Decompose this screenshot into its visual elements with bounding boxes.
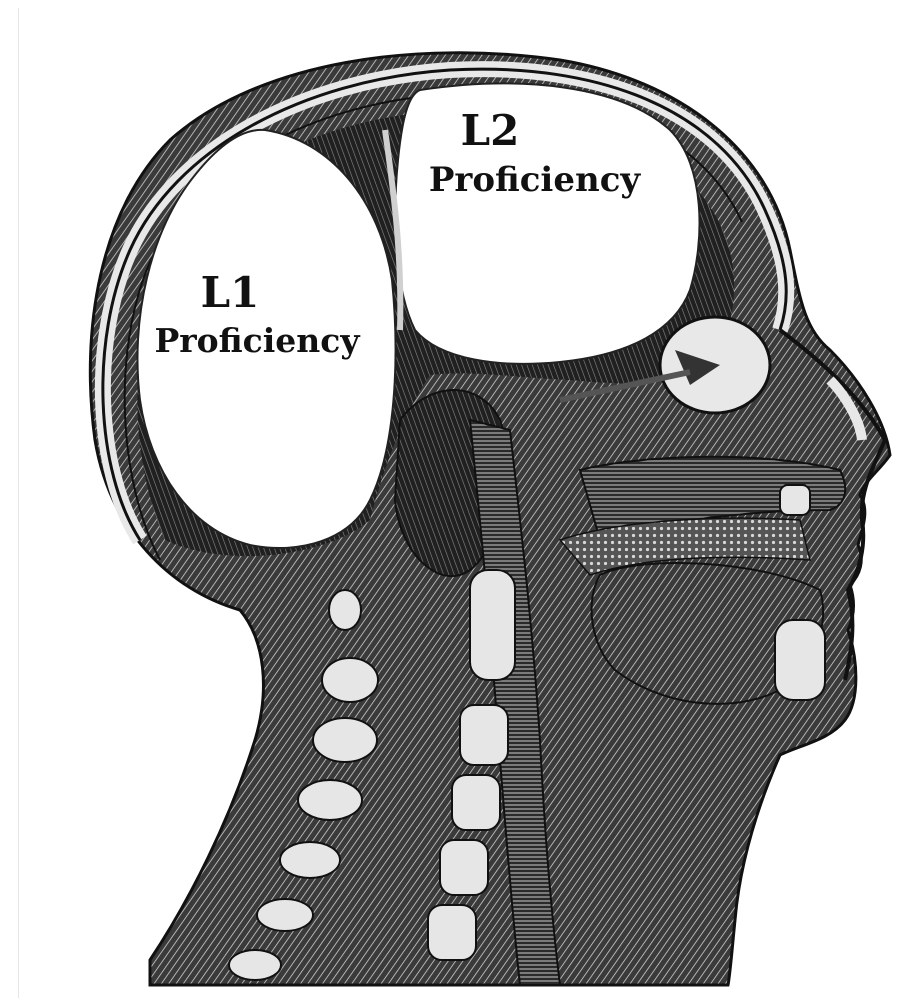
l2-code-label: L2 [440,110,540,152]
l2-proficiency-label: Proficiency [402,163,667,197]
l1-proficiency-label: Proficiency [128,324,386,357]
l1-code-label: L1 [180,272,280,314]
